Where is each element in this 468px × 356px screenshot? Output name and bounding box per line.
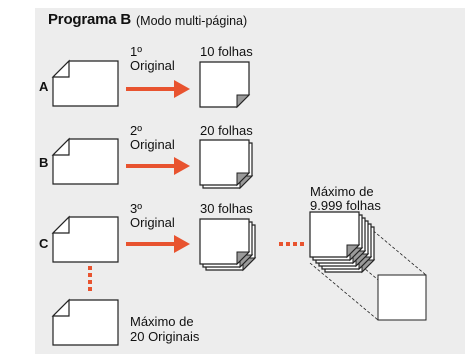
document-icon-original-max	[52, 299, 119, 346]
original-word-3: Original	[130, 215, 175, 230]
max-output-line2: 9.999 folhas	[310, 198, 381, 213]
stacked-pages-icon-1	[199, 61, 250, 108]
document-icon-original-2	[52, 138, 119, 185]
original-word-2: Original	[130, 137, 175, 152]
row-label-b: B	[39, 155, 49, 170]
original-number-2: 2º	[130, 123, 142, 138]
max-originals-line2: 20 Originais	[130, 329, 200, 344]
arrow-right-icon-3	[126, 235, 190, 253]
row-label-a: A	[39, 79, 49, 94]
max-output-line1: Máximo de	[310, 184, 374, 199]
diagram-title: Programa B	[48, 11, 132, 28]
dotted-connector-vertical	[88, 266, 92, 291]
document-icon-original-3	[52, 216, 119, 263]
output-count-1: 10 folhas	[200, 44, 253, 59]
diagram-subtitle: (Modo multi-página)	[136, 14, 248, 28]
output-count-3: 30 folhas	[200, 201, 253, 216]
dotted-connector-horizontal	[279, 242, 304, 246]
max-originals-line1: Máximo de	[130, 314, 194, 329]
arrow-right-icon-1	[126, 80, 190, 98]
original-number-1: 1º	[130, 44, 142, 59]
stacked-pages-icon-max	[309, 211, 427, 321]
document-icon-original-1	[52, 60, 119, 107]
original-number-3: 3º	[130, 201, 142, 216]
output-count-2: 20 folhas	[200, 123, 253, 138]
row-label-c: C	[39, 236, 49, 251]
arrow-right-icon-2	[126, 157, 190, 175]
stacked-pages-icon-2	[199, 139, 253, 189]
original-word-1: Original	[130, 58, 175, 73]
stacked-pages-icon-3	[199, 218, 256, 271]
